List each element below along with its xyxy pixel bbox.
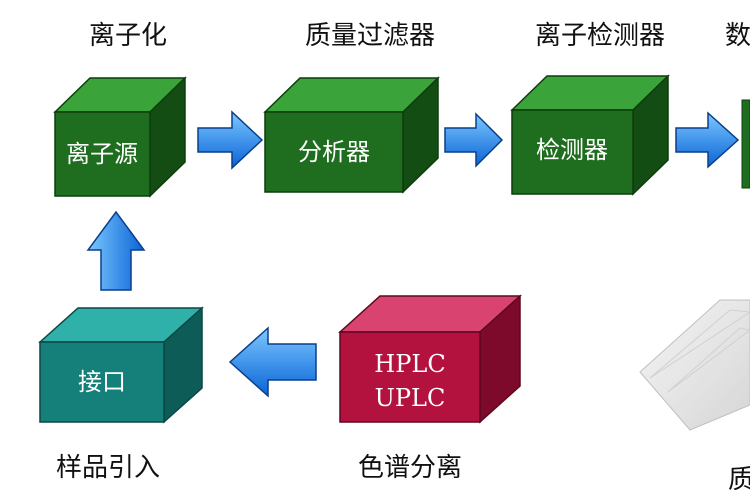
data-box-partial	[741, 99, 750, 189]
label-data-cut: 数	[725, 21, 750, 51]
label-mass-filter: 质量过滤器	[305, 21, 435, 51]
arrow-source-to-analyzer	[197, 110, 264, 170]
interface-box: 接口	[38, 306, 204, 424]
analyzer-box: 分析器	[263, 76, 440, 194]
detector-label: 检测器	[536, 136, 608, 164]
label-ion-detection: 离子检测器	[535, 21, 665, 51]
detector-box: 检测器	[510, 74, 670, 196]
ion-source-label: 离子源	[66, 140, 138, 168]
label-sample-intro: 样品引入	[56, 453, 160, 483]
uplc-label: UPLC	[375, 384, 446, 412]
arrow-analyzer-to-detector	[444, 112, 504, 168]
analyzer-label: 分析器	[298, 138, 370, 166]
arrow-detector-to-data	[675, 111, 740, 169]
hplc-label: HPLC	[374, 350, 445, 378]
label-bottom-right-cut: 质	[728, 465, 750, 495]
arrow-interface-to-source	[86, 210, 146, 291]
ion-source-box: 离子源	[53, 76, 187, 198]
hplc-box: HPLC UPLC	[338, 294, 522, 424]
arrow-hplc-to-interface	[228, 326, 317, 398]
interface-label: 接口	[78, 368, 126, 396]
label-ionization: 离子化	[89, 21, 167, 51]
paper-stack-graphic	[639, 299, 750, 431]
label-chromatography: 色谱分离	[358, 453, 462, 483]
